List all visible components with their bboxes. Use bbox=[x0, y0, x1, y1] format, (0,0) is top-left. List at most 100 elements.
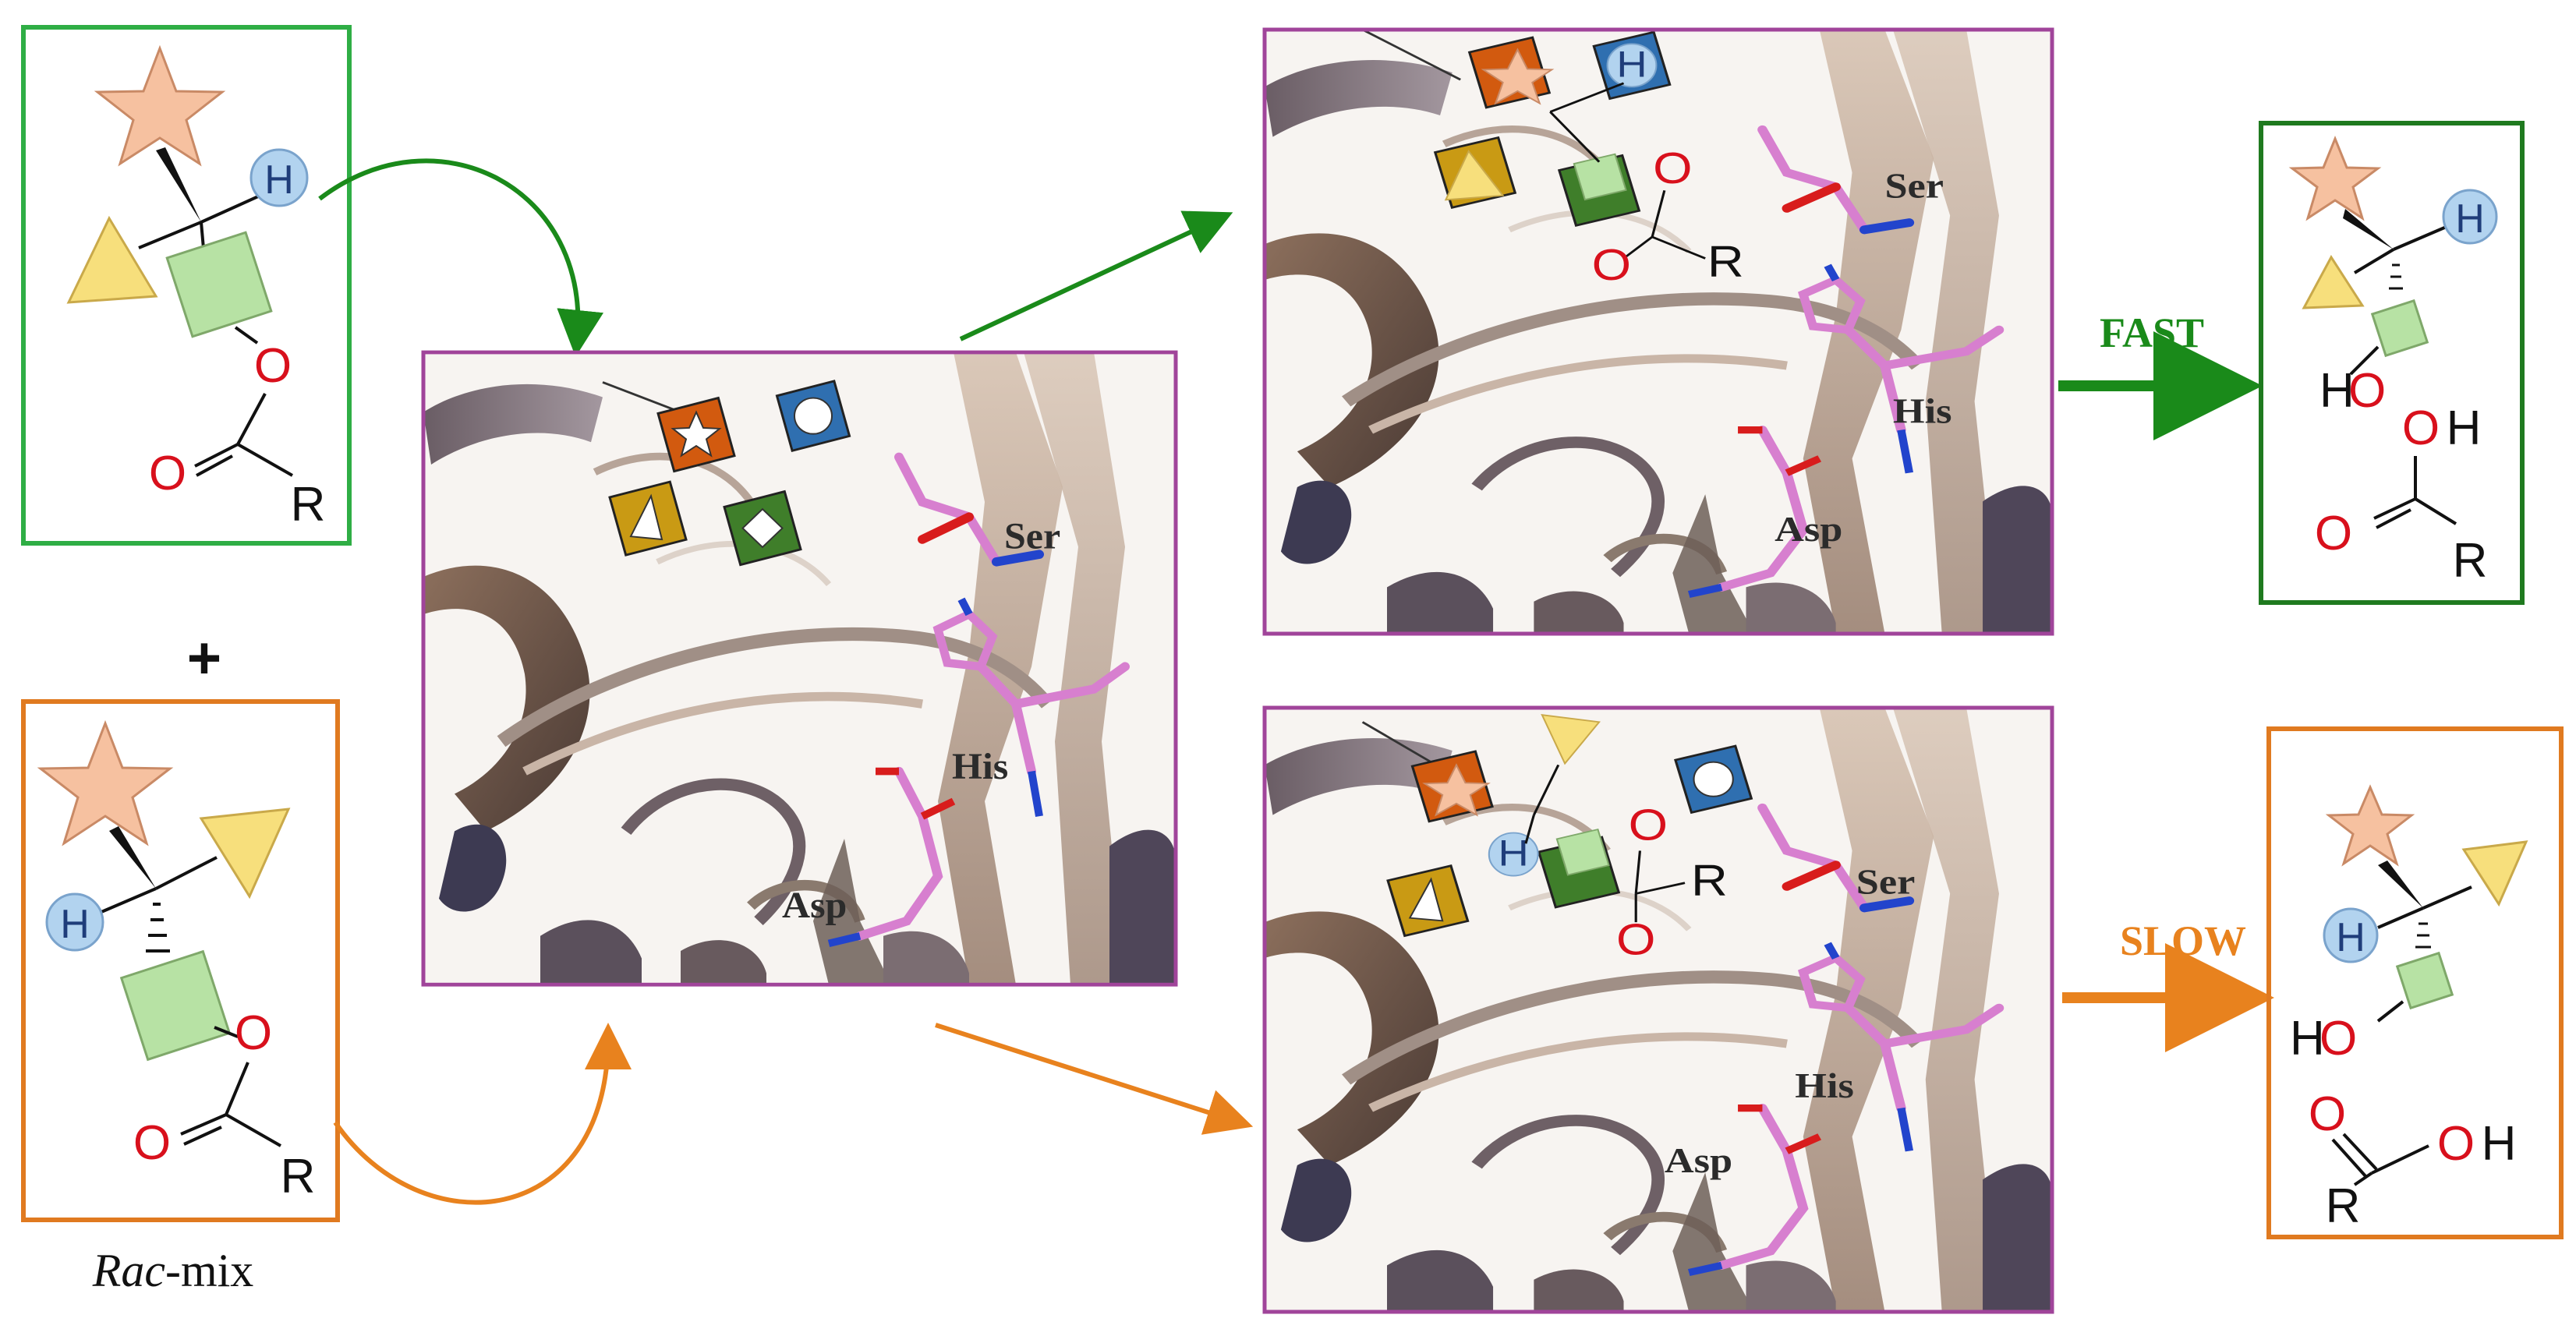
ser-label: Ser bbox=[1856, 861, 1916, 901]
carbonyl-bond-2 bbox=[183, 1126, 222, 1146]
carbonyl-bond-1 bbox=[194, 443, 239, 468]
star-substituent-icon bbox=[1481, 48, 1555, 105]
acid-oh-h: H bbox=[2447, 401, 2482, 455]
acid-carbonyl-o: O bbox=[2309, 1087, 2346, 1141]
pocket-medium-icon bbox=[608, 480, 688, 557]
atom-o-ester: O bbox=[235, 1006, 272, 1060]
triangle-substituent-icon bbox=[2302, 255, 2365, 309]
acid-oh-h: H bbox=[2482, 1117, 2517, 1171]
enzyme-slow-frame bbox=[1262, 705, 2054, 1314]
atom-h-label: H bbox=[1499, 832, 1529, 874]
carbonyl-bond-1 bbox=[180, 1113, 227, 1136]
carbonyl-bond-2 bbox=[2342, 1133, 2378, 1171]
acid-carbonyl-o: O bbox=[2315, 507, 2352, 560]
atom-h-label: H bbox=[1616, 44, 1647, 85]
square-substituent-icon bbox=[119, 949, 232, 1062]
atom-h-label: H bbox=[2336, 915, 2365, 960]
arrow-to-fast-complex bbox=[959, 210, 1233, 341]
product-alcohol-h: H bbox=[2290, 1012, 2325, 1066]
bond-to-h bbox=[2393, 224, 2449, 251]
atom-o-carbonyl: O bbox=[1592, 240, 1631, 289]
hydrogen-circle-icon bbox=[2323, 907, 2379, 963]
substrate-bottom-group: H O O R bbox=[21, 699, 340, 1222]
pocket-oxyanion-icon bbox=[723, 490, 802, 567]
triangle-substituent-icon bbox=[2461, 840, 2528, 907]
atom-r-label: R bbox=[1707, 236, 1744, 285]
arrow-bottom-substrate-to-enzyme bbox=[333, 1023, 632, 1205]
product-alcohol-h: H bbox=[2319, 364, 2355, 418]
his-label: His bbox=[952, 745, 1008, 787]
atom-o-carbonyl: O bbox=[133, 1116, 171, 1170]
star-substituent-icon bbox=[2325, 784, 2415, 867]
acid-oh-o: O bbox=[2437, 1117, 2475, 1171]
wedge-bond bbox=[109, 826, 156, 889]
hashed-bond bbox=[146, 903, 170, 953]
pocket-small-icon bbox=[1674, 744, 1753, 814]
rac-mix-label: Rac-mix bbox=[92, 1245, 254, 1296]
bond-to-triangle bbox=[2353, 248, 2395, 274]
his-label: His bbox=[1893, 391, 1952, 430]
bond-c-o bbox=[2349, 345, 2380, 376]
wedge-bond bbox=[156, 147, 201, 222]
triangle-substituent-icon bbox=[199, 808, 291, 900]
bond-o-c bbox=[236, 393, 267, 445]
product-alcohol-o: O bbox=[2319, 1012, 2357, 1066]
star-substituent-icon bbox=[1422, 763, 1491, 817]
bond-c-o bbox=[234, 326, 259, 345]
bond-c-r bbox=[2414, 497, 2457, 525]
his-label: His bbox=[1795, 1066, 1854, 1105]
atom-o-carbonyl: O bbox=[1616, 914, 1655, 963]
bond-c-o bbox=[214, 1026, 239, 1038]
hashed-bond bbox=[2415, 922, 2431, 949]
star-substituent-icon bbox=[37, 719, 174, 846]
square-substituent-icon bbox=[1555, 828, 1610, 876]
wedge-bond bbox=[2378, 861, 2423, 908]
atom-o-ester: O bbox=[1653, 143, 1692, 193]
hydrogen-circle-icon bbox=[2442, 189, 2498, 245]
product-fast-frame bbox=[2259, 121, 2525, 605]
hydrogen-circle-icon bbox=[1606, 43, 1658, 88]
square-substituent-icon bbox=[1573, 153, 1627, 201]
square-substituent-icon bbox=[2370, 299, 2429, 358]
atom-o-ester: O bbox=[254, 339, 292, 393]
arrow-top-substrate-to-enzyme bbox=[318, 158, 603, 357]
bond-to-triangle bbox=[138, 221, 202, 249]
atom-o-ester: O bbox=[1629, 800, 1668, 849]
hydrogen-circle-icon bbox=[1488, 832, 1539, 877]
product-slow-group: H H O O O H R bbox=[2266, 726, 2564, 1239]
product-alcohol-o: O bbox=[2348, 364, 2386, 418]
asp-label: Asp bbox=[782, 884, 847, 926]
atom-r-label: R bbox=[291, 478, 326, 532]
enzyme-fast-frame bbox=[1262, 27, 2054, 636]
hashed-bond bbox=[2389, 263, 2403, 290]
carbonyl-bond-2 bbox=[2376, 508, 2411, 529]
carbonyl-bond-1 bbox=[2331, 1138, 2368, 1179]
hydrogen-circle-icon bbox=[45, 892, 104, 952]
plus-sign: + bbox=[187, 625, 221, 691]
bond-to-triangle bbox=[155, 856, 218, 890]
atom-h-label: H bbox=[60, 902, 90, 947]
bond-to-h bbox=[200, 192, 266, 224]
bond-o-c bbox=[225, 1062, 249, 1115]
atom-r-label: R bbox=[281, 1150, 316, 1203]
substrate-top-frame bbox=[21, 25, 352, 546]
triangle-substituent-icon bbox=[1541, 714, 1601, 765]
carbonyl-bond-1 bbox=[2373, 497, 2416, 520]
bond-to-h bbox=[101, 887, 157, 914]
bond-c-o bbox=[2376, 1000, 2404, 1023]
atom-h-label: H bbox=[264, 157, 294, 203]
triangle-substituent-icon bbox=[66, 215, 158, 304]
enzyme-free-panel: Ser His Asp bbox=[421, 350, 1178, 987]
acid-r-label: R bbox=[2326, 1179, 2361, 1233]
atom-r-label: R bbox=[1691, 855, 1728, 904]
bond-c-r bbox=[225, 1113, 281, 1147]
fast-label: FAST bbox=[2100, 309, 2204, 356]
enzyme-fast-complex-panel: H O O R Ser His Asp bbox=[1262, 27, 2054, 636]
bond-to-triangle bbox=[2422, 885, 2472, 910]
asp-label: Asp bbox=[1665, 1140, 1732, 1180]
pocket-large-icon bbox=[656, 397, 736, 473]
star-substituent-icon bbox=[2288, 136, 2382, 221]
star-substituent-icon bbox=[94, 44, 226, 167]
product-fast-group: H H O O H O R bbox=[2259, 121, 2525, 605]
